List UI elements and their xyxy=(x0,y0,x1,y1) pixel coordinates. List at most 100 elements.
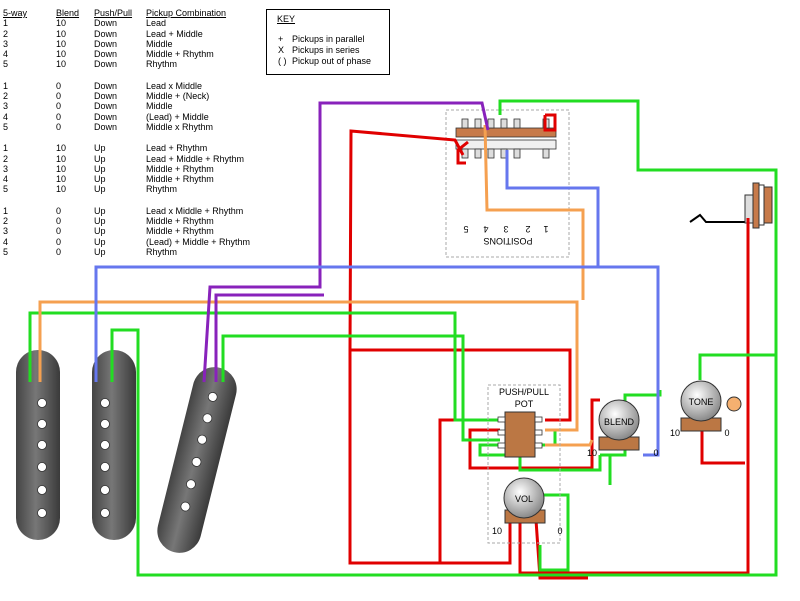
cell-combination: (Lead) + Middle xyxy=(146,111,209,122)
lead-pickup xyxy=(16,350,60,540)
cell-combination: Lead x Middle + Rhythm xyxy=(146,205,244,216)
cell-five-way: 2 xyxy=(3,91,9,102)
cell-blend: 0 xyxy=(56,226,62,237)
cell-combination: (Lead) + Middle + Rhythm xyxy=(146,236,251,247)
cell-five-way: 5 xyxy=(3,184,9,195)
position-number-3: 3 xyxy=(503,224,508,234)
blend-ten-label: 10 xyxy=(587,448,597,458)
cell-five-way: 5 xyxy=(3,246,9,257)
cell-blend: 0 xyxy=(56,246,62,257)
key-item-series: X Pickups in series xyxy=(278,45,360,56)
cell-five-way: 3 xyxy=(3,38,9,49)
cell-push-pull: Up xyxy=(94,163,106,174)
tone-pot: TONE 10 0 xyxy=(670,380,742,438)
switch-outline xyxy=(445,109,570,258)
cell-five-way: 4 xyxy=(3,49,9,60)
cell-combination: Middle + Rhythm xyxy=(146,226,214,237)
cell-combination: Lead xyxy=(146,18,167,29)
cell-five-way: 4 xyxy=(3,111,9,122)
cell-push-pull: Up xyxy=(94,174,106,185)
cell-push-pull: Down xyxy=(94,59,118,70)
cell-push-pull: Down xyxy=(94,80,118,91)
cell-combination: Lead + Rhythm xyxy=(146,143,208,154)
switch-plate xyxy=(455,139,557,150)
cell-push-pull: Down xyxy=(94,18,118,29)
cell-push-pull: Up xyxy=(94,153,106,164)
tone-zero-label: 0 xyxy=(724,428,729,438)
header-push-pull: Push/Pull xyxy=(94,8,133,18)
cell-combination: Lead + Middle xyxy=(146,28,203,39)
cell-push-pull: Down xyxy=(94,91,118,102)
position-number-2: 2 xyxy=(525,224,530,234)
cell-blend: 10 xyxy=(56,163,67,174)
cell-push-pull: Down xyxy=(94,28,118,39)
cell-blend: 0 xyxy=(56,101,62,112)
blend-zero-label: 0 xyxy=(653,448,658,458)
key-text: Pickups in parallel xyxy=(292,34,365,44)
cell-blend: 10 xyxy=(56,49,67,60)
cell-five-way: 5 xyxy=(3,121,9,132)
wires-green xyxy=(28,99,778,577)
wires-blue xyxy=(94,150,660,457)
cell-blend: 10 xyxy=(56,18,67,29)
position-number-5: 5 xyxy=(463,224,468,234)
cell-blend: 0 xyxy=(56,205,62,216)
key-title: KEY xyxy=(277,14,296,24)
cell-blend: 0 xyxy=(56,80,62,91)
wires-purple xyxy=(202,101,490,383)
key-symbol: ( ) xyxy=(278,56,287,66)
cell-blend: 0 xyxy=(56,216,62,227)
key-symbol: + xyxy=(278,34,284,44)
cell-five-way: 4 xyxy=(3,236,9,247)
cell-combination: Rhythm xyxy=(146,246,178,257)
cell-combination: Lead + Middle + Rhythm xyxy=(146,153,245,164)
cell-push-pull: Up xyxy=(94,205,106,216)
cell-blend: 10 xyxy=(56,28,67,39)
cell-blend: 0 xyxy=(56,91,62,102)
tone-ten-label: 10 xyxy=(670,428,680,438)
switch-lugs xyxy=(461,118,550,159)
cell-combination: Rhythm xyxy=(146,184,178,195)
tone-knob xyxy=(680,380,722,422)
cell-push-pull: Down xyxy=(94,101,118,112)
blend-label: BLEND xyxy=(604,417,635,427)
cell-push-pull: Up xyxy=(94,143,106,154)
header-blend: Blend xyxy=(56,8,80,18)
cell-blend: 10 xyxy=(56,38,67,49)
key-item-parallel: + Pickups in parallel xyxy=(278,34,365,45)
cell-five-way: 3 xyxy=(3,101,9,112)
output-jack xyxy=(689,182,773,229)
cell-five-way: 2 xyxy=(3,28,9,39)
blend-pot: BLEND 10 0 xyxy=(587,399,659,458)
push-pull-label: PUSH/PULL xyxy=(499,387,549,397)
header-combination: Pickup Combination xyxy=(146,8,227,18)
push-pull-pot: PUSH/PULL POT xyxy=(487,384,561,544)
key-item-out-of-phase: ( )Pickup out of phase xyxy=(278,56,371,67)
tone-capacitor xyxy=(726,396,742,412)
switch-body xyxy=(455,127,557,138)
cell-push-pull: Up xyxy=(94,216,106,227)
cell-five-way: 1 xyxy=(3,205,9,216)
cell-push-pull: Up xyxy=(94,184,106,195)
cell-blend: 0 xyxy=(56,111,62,122)
position-number-1: 1 xyxy=(543,224,548,234)
cell-push-pull: Up xyxy=(94,226,106,237)
cell-blend: 10 xyxy=(56,174,67,185)
positions-label: POSITIONS xyxy=(483,236,532,246)
cell-blend: 10 xyxy=(56,143,67,154)
cell-combination: Middle xyxy=(146,38,173,49)
volume-knob xyxy=(503,477,545,519)
volume-pot: VOL 10 0 xyxy=(492,477,563,536)
cell-push-pull: Down xyxy=(94,121,118,132)
key-symbol: X xyxy=(278,45,285,55)
cell-combination: Middle x Rhythm xyxy=(146,121,214,132)
cell-blend: 0 xyxy=(56,236,62,247)
middle-pickup xyxy=(92,350,136,540)
volume-label: VOL xyxy=(515,494,533,504)
cell-push-pull: Up xyxy=(94,236,106,247)
volume-ten-label: 10 xyxy=(492,526,502,536)
cell-combination: Middle + Rhythm xyxy=(146,216,214,227)
key-text: Pickups in series xyxy=(292,45,360,55)
cell-push-pull: Down xyxy=(94,38,118,49)
